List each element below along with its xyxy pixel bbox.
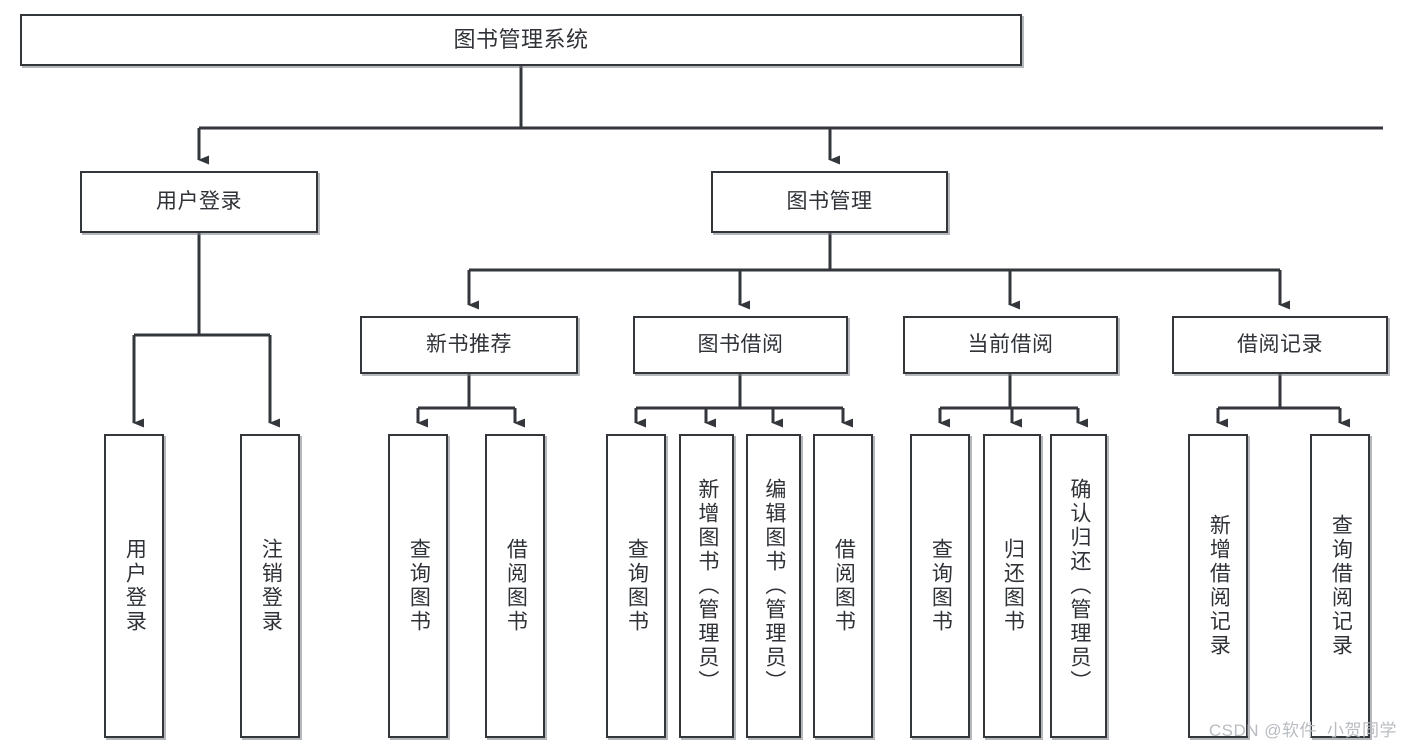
node-label: 借阅记录 bbox=[1237, 332, 1323, 356]
leaf-label: 归还图书 bbox=[1001, 538, 1025, 634]
node-borrow-record[interactable]: 借阅记录 bbox=[1172, 316, 1388, 374]
leaf-borrow-books[interactable]: 借阅图书 bbox=[813, 434, 873, 738]
leaf-return-books[interactable]: 归还图书 bbox=[983, 434, 1041, 738]
leaf-label: 查询图书 bbox=[929, 538, 953, 634]
leaf-confirm-return-admin[interactable]: 确认归还（管理员） bbox=[1050, 434, 1107, 738]
leaf-query-books-current[interactable]: 查询图书 bbox=[910, 434, 970, 738]
leaf-add-borrow-record[interactable]: 新增借阅记录 bbox=[1188, 434, 1248, 738]
leaf-edit-book-admin[interactable]: 编辑图书（管理员） bbox=[746, 434, 801, 738]
node-root-system[interactable]: 图书管理系统 bbox=[20, 14, 1022, 66]
leaf-label: 借阅图书 bbox=[504, 538, 528, 634]
leaf-query-borrow-record[interactable]: 查询借阅记录 bbox=[1310, 434, 1370, 738]
leaf-label: 查询图书 bbox=[625, 538, 649, 634]
node-current-borrow[interactable]: 当前借阅 bbox=[903, 316, 1118, 374]
node-label: 用户登录 bbox=[156, 189, 242, 213]
node-label: 新书推荐 bbox=[426, 332, 512, 356]
leaf-label: 编辑图书（管理员） bbox=[762, 478, 786, 694]
leaf-query-books-borrow[interactable]: 查询图书 bbox=[606, 434, 666, 738]
leaf-add-book-admin[interactable]: 新增图书（管理员） bbox=[679, 434, 734, 738]
leaf-label: 用户登录 bbox=[123, 538, 147, 634]
node-book-borrow[interactable]: 图书借阅 bbox=[633, 316, 848, 374]
node-label: 当前借阅 bbox=[967, 332, 1054, 356]
leaf-label: 借阅图书 bbox=[832, 538, 856, 634]
leaf-user-login[interactable]: 用户登录 bbox=[104, 434, 164, 738]
leaf-logout[interactable]: 注销登录 bbox=[240, 434, 300, 738]
leaf-borrow-books-recommend[interactable]: 借阅图书 bbox=[485, 434, 545, 738]
watermark: CSDN @软件_小贺同学 bbox=[1208, 721, 1397, 740]
leaf-label: 查询借阅记录 bbox=[1329, 514, 1353, 658]
leaf-label: 确认归还（管理员） bbox=[1067, 478, 1091, 694]
leaf-label: 注销登录 bbox=[259, 538, 283, 634]
node-label: 图书管理 bbox=[786, 189, 873, 213]
leaf-label: 新增图书（管理员） bbox=[695, 478, 719, 694]
node-book-management[interactable]: 图书管理 bbox=[711, 171, 948, 233]
node-label: 图书借阅 bbox=[697, 332, 784, 356]
node-new-book-recommend[interactable]: 新书推荐 bbox=[360, 316, 578, 374]
leaf-label: 新增借阅记录 bbox=[1207, 514, 1231, 658]
node-user-login[interactable]: 用户登录 bbox=[80, 171, 318, 233]
leaf-label: 查询图书 bbox=[407, 538, 431, 634]
node-root-label: 图书管理系统 bbox=[453, 27, 589, 53]
leaf-query-books-recommend[interactable]: 查询图书 bbox=[388, 434, 448, 738]
